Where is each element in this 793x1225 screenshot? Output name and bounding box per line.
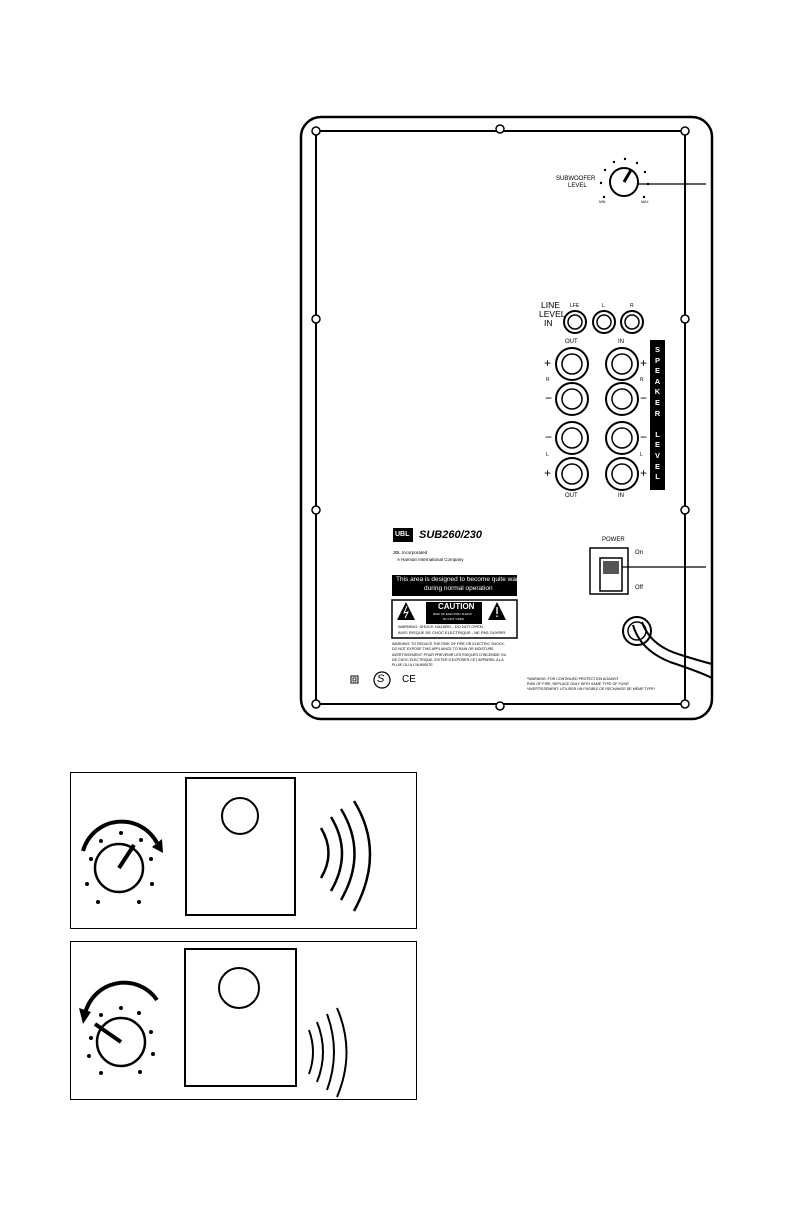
model-name: SUB260/230 (419, 529, 482, 541)
power-on-label: On (635, 550, 644, 556)
jbl-logo: UBL (395, 531, 410, 538)
power-switch (589, 547, 706, 595)
subwoofer-level-label-2: LEVEL (568, 183, 587, 189)
warm-notice-line-1: This area is designed to become quite wa… (396, 576, 524, 583)
caution-sub-1: RISK OF ELECTRIC SHOCK (433, 612, 473, 616)
brand-line-2: A Harman International Company (397, 557, 464, 562)
level-down-graphic (79, 948, 348, 1098)
line-level-label-1: LINE (541, 300, 560, 310)
warning-line-5: PLUIE OU A L'HUMIDITE. (392, 663, 434, 667)
r-label: R (546, 377, 550, 383)
plus-sign: + (544, 356, 552, 370)
jbl-logo-box (393, 528, 413, 542)
in-bottom-label: IN (618, 493, 624, 499)
warning-line-4: DE CHOC ELECTRIQUE, EVITER D'EXPOSER CET… (392, 658, 504, 662)
knob-max-label: MAX (641, 200, 649, 204)
jack-label-lfe: LFE (570, 303, 580, 309)
power-off-label: Off (635, 585, 643, 591)
safety-s-mark: S (377, 673, 385, 685)
fuse-warning-line-2: RISK OF FIRE, REPLACE ONLY WITH SAME TYP… (527, 682, 630, 686)
line-level-label-2: LEVEL (539, 309, 566, 319)
power-cord (622, 616, 713, 679)
warning-line-1: WARNING: TO REDUCE THE RISK OF FIRE OR E… (392, 642, 505, 646)
speaker-level-vertical-label: S P E A K E R L E V E L (654, 345, 661, 482)
caution-line-1: WARNING: SHOCK HAZARD - DO NOT OPEN. (398, 624, 484, 629)
out-top-label: OUT (565, 339, 578, 345)
plus-sign: + (544, 466, 552, 480)
l-label: L (640, 452, 643, 458)
minus-sign: − (640, 391, 648, 405)
caution-sub-2: DO NOT OPEN (443, 617, 464, 621)
in-top-label: IN (618, 339, 624, 345)
subwoofer-level-label: SUBWOOFER (556, 176, 596, 182)
minus-sign: − (545, 430, 553, 444)
out-bottom-label: OUT (565, 493, 578, 499)
warning-line-2: DO NOT EXPOSE THIS APPLIANCE TO RAIN OR … (392, 647, 495, 651)
line-level-label-3: IN (544, 318, 553, 328)
speaker-level-bar (650, 340, 665, 490)
ce-mark: CE (402, 674, 416, 685)
minus-sign: − (545, 391, 553, 405)
knob-min-label: MIN (599, 200, 606, 204)
warm-notice-band (392, 575, 517, 596)
r-label: R (640, 377, 644, 383)
level-up-graphic (81, 777, 372, 916)
minus-sign: − (640, 430, 648, 444)
warm-notice-line-2: during normal operation (424, 585, 493, 592)
fuse-warning-line-1: *WARNING: FOR CONTINUED PROTECTION AGAIN… (527, 677, 619, 681)
illustration-level-down (70, 941, 417, 1100)
subwoofer-level-knob (599, 157, 706, 199)
jack-label-r: R (630, 303, 634, 309)
warning-line-3: AVERTISSEMENT: POUR PREVENIR LES RISQUES… (392, 653, 507, 657)
fuse-warning-line-3: *AVERTISSEMENT: UTILISER UN FUSIBLE DE R… (527, 687, 656, 691)
brand-line-1: JBL Incorporated (393, 550, 428, 555)
plus-sign: + (640, 356, 648, 370)
speaker-binding-posts (555, 347, 639, 491)
line-level-jacks (563, 310, 644, 334)
caution-title: CAUTION (438, 602, 475, 611)
screw-holes (311, 124, 690, 711)
caution-line-2: AVIS: RISQUE DE CHOC ELECTRIQUE - NE PAS… (398, 630, 506, 635)
illustration-level-up (70, 772, 417, 929)
l-label: L (546, 452, 549, 458)
jack-label-l: L (602, 303, 605, 309)
plus-sign: + (640, 466, 648, 480)
power-label: POWER (602, 537, 625, 543)
